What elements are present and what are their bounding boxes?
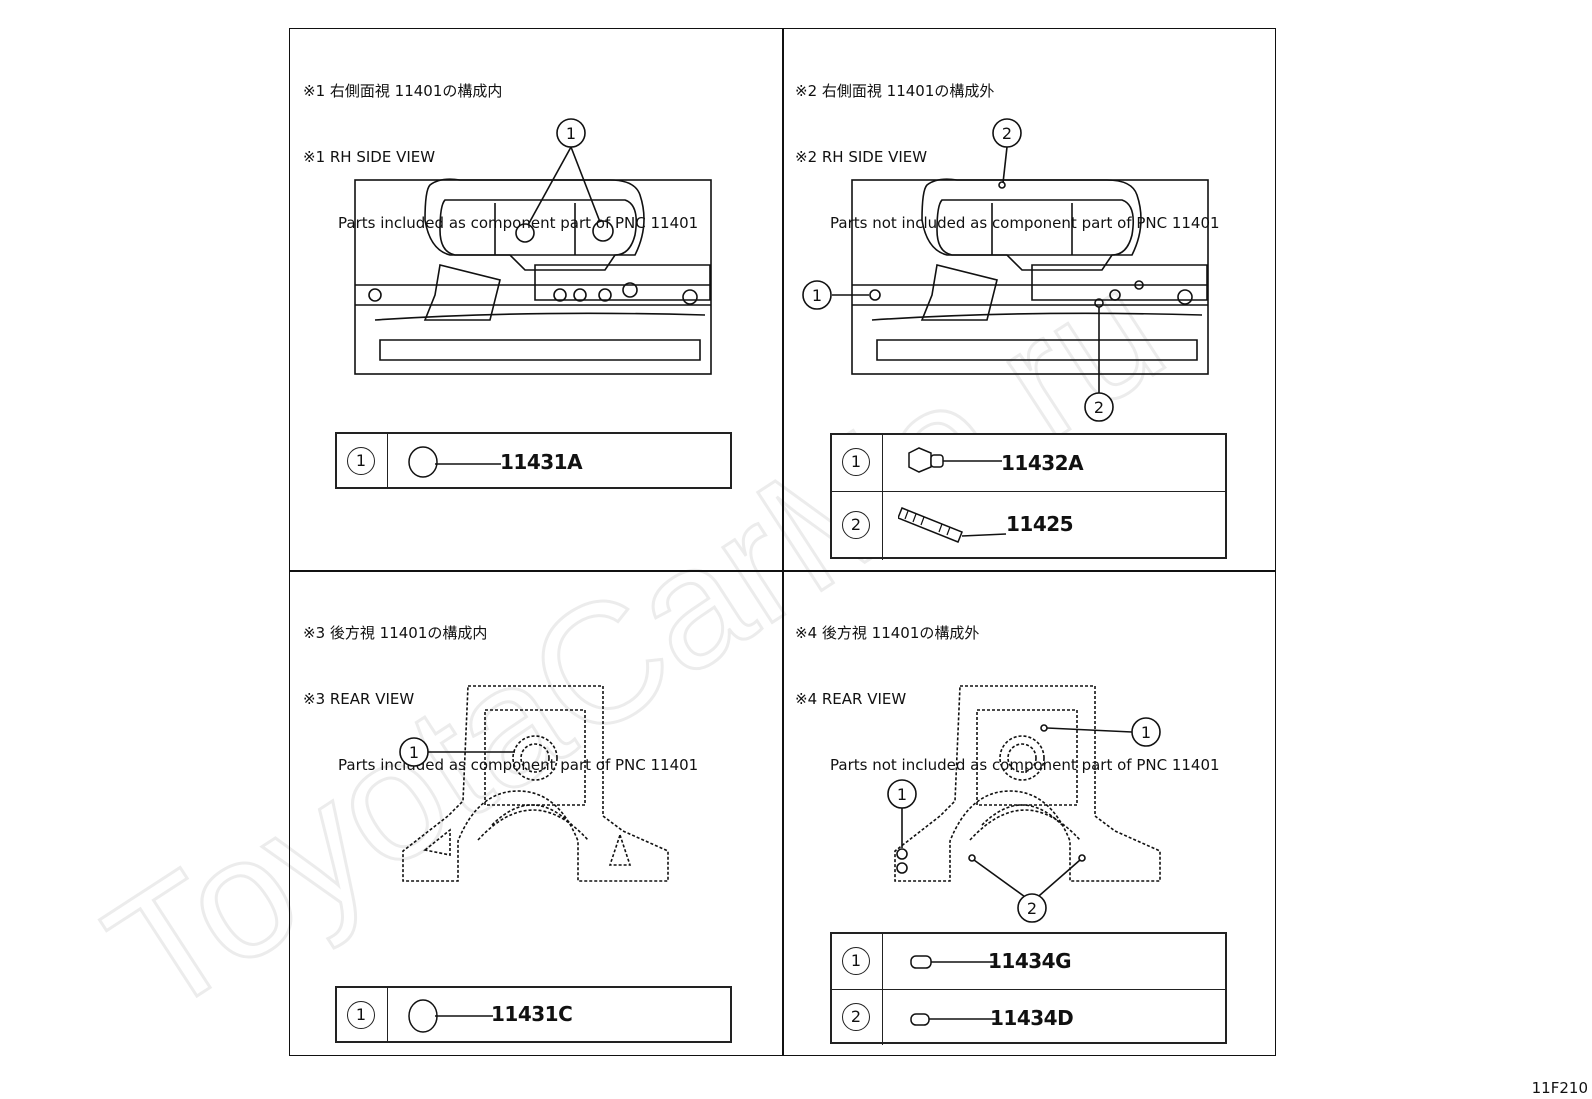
q2-parts-table: 1 11432A 2 11425: [830, 433, 1227, 560]
q3-subtitle: Parts included as component part of PNC …: [338, 756, 699, 774]
q1-part-number: 11431A: [500, 450, 583, 474]
q2-row2-index: 2: [842, 511, 870, 539]
bolt-icon: [908, 447, 1002, 473]
q4-parts-row: 2 11434D: [832, 989, 1225, 1045]
q2-callout-2-bottom: 2: [1094, 398, 1104, 417]
q2-parts-row: 1 11432A: [832, 435, 1225, 491]
plug-icon: [408, 999, 493, 1033]
q4-title-jp: ※4 後方視 11401の構成外: [795, 624, 980, 642]
stud-icon: [898, 507, 1007, 543]
pin-icon: [910, 955, 996, 969]
q4-part-number-2: 11434D: [990, 1006, 1074, 1030]
q1-parts-table: 1 11431A: [335, 432, 732, 489]
q4-title-en: ※4 REAR VIEW: [795, 690, 907, 708]
q2-title-jp: ※2 右側面視 11401の構成外: [795, 82, 995, 100]
q2-block-side-drawing: 2 1 2: [797, 115, 1217, 425]
q1-block-side-drawing: 1: [345, 115, 725, 380]
q4-callout-2: 2: [1027, 899, 1037, 918]
horizontal-divider: [289, 570, 1276, 572]
q2-part-number-2: 11425: [1006, 512, 1074, 536]
q4-parts-row: 1 11434G: [832, 934, 1225, 989]
pin-icon: [910, 1013, 996, 1026]
q1-title-jp: ※1 右側面視 11401の構成内: [303, 82, 503, 100]
q3-parts-row: 1 11431C: [337, 988, 730, 1043]
q4-parts-table: 1 11434G 2 11434D: [830, 932, 1227, 1045]
q4-header: ※4 後方視 11401の構成外 ※4 REAR VIEW Parts not …: [795, 578, 1220, 798]
q3-title-en: ※3 REAR VIEW: [303, 690, 415, 708]
q2-parts-row: 2 11425: [832, 491, 1225, 560]
q3-part-number: 11431C: [491, 1002, 573, 1026]
q2-title-en: ※2 RH SIDE VIEW: [795, 148, 928, 166]
q4-part-number-1: 11434G: [988, 949, 1072, 973]
q2-part-number-1: 11432A: [1001, 451, 1084, 475]
q2-row1-index: 1: [842, 448, 870, 476]
q1-parts-row: 1 11431A: [337, 434, 730, 489]
plug-icon: [408, 446, 501, 478]
figure-code: 11F210: [1531, 1079, 1588, 1097]
q3-row-index: 1: [347, 1001, 375, 1029]
q4-row1-index: 1: [842, 947, 870, 975]
q1-callout-circle: [556, 118, 586, 148]
q1-callout-1: 1: [566, 124, 576, 143]
q3-callout-1: 1: [409, 743, 419, 762]
vertical-divider: [782, 28, 784, 1056]
q1-title-en: ※1 RH SIDE VIEW: [303, 148, 436, 166]
q4-subtitle: Parts not included as component part of …: [830, 756, 1220, 774]
q3-block-rear-drawing: 1: [390, 680, 680, 885]
q3-parts-table: 1 11431C: [335, 986, 732, 1043]
q3-title-jp: ※3 後方視 11401の構成内: [303, 624, 488, 642]
q1-row-index: 1: [347, 447, 375, 475]
q4-block-rear-drawing: 1 1 2: [882, 680, 1172, 925]
q3-header: ※3 後方視 11401の構成内 ※3 REAR VIEW Parts incl…: [303, 578, 698, 798]
q2-callout-2-top: 2: [1002, 124, 1012, 143]
q4-callout-1-right: 1: [1141, 723, 1151, 742]
q4-callout-1-left: 1: [897, 785, 907, 804]
q2-callout-1: 1: [812, 286, 822, 305]
q4-row2-index: 2: [842, 1003, 870, 1031]
